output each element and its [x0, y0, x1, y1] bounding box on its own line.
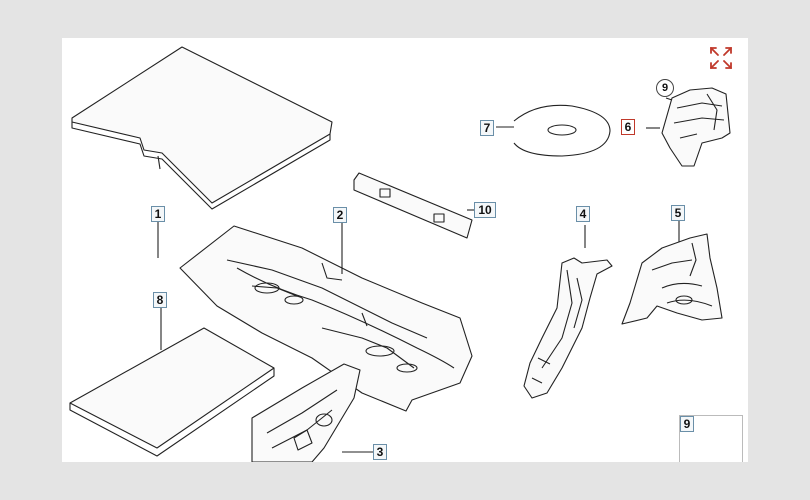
expand-view-button[interactable] [707, 44, 735, 72]
callout-2[interactable]: 2 [333, 207, 347, 223]
parts-diagram-panel: 1 2 3 4 5 6 7 8 10 9 9 [62, 38, 748, 462]
parts-diagram-illustration [69, 46, 738, 462]
callout-5[interactable]: 5 [671, 205, 685, 221]
part-6-corner-panel [646, 87, 731, 167]
part-5-molded-piece [621, 220, 723, 325]
expand-arrows-icon [710, 47, 732, 69]
part-4-bracket [523, 225, 613, 399]
part-1-floor-panel [71, 46, 333, 258]
callout-6-selected[interactable]: 6 [621, 119, 635, 135]
part-3-side-trim [251, 363, 374, 462]
callout-1[interactable]: 1 [151, 206, 165, 222]
callout-9-circle[interactable]: 9 [656, 79, 674, 97]
callout-4[interactable]: 4 [576, 206, 590, 222]
part-8-mat [69, 308, 275, 457]
callout-8[interactable]: 8 [153, 292, 167, 308]
callout-10[interactable]: 10 [474, 202, 496, 218]
part-7-disc [496, 104, 611, 157]
callout-9-thumbnail[interactable]: 9 [680, 416, 694, 432]
part-10-strip [353, 172, 482, 239]
callout-3[interactable]: 3 [373, 444, 387, 460]
callout-7[interactable]: 7 [480, 120, 494, 136]
part-2-rear-panel [179, 218, 473, 412]
